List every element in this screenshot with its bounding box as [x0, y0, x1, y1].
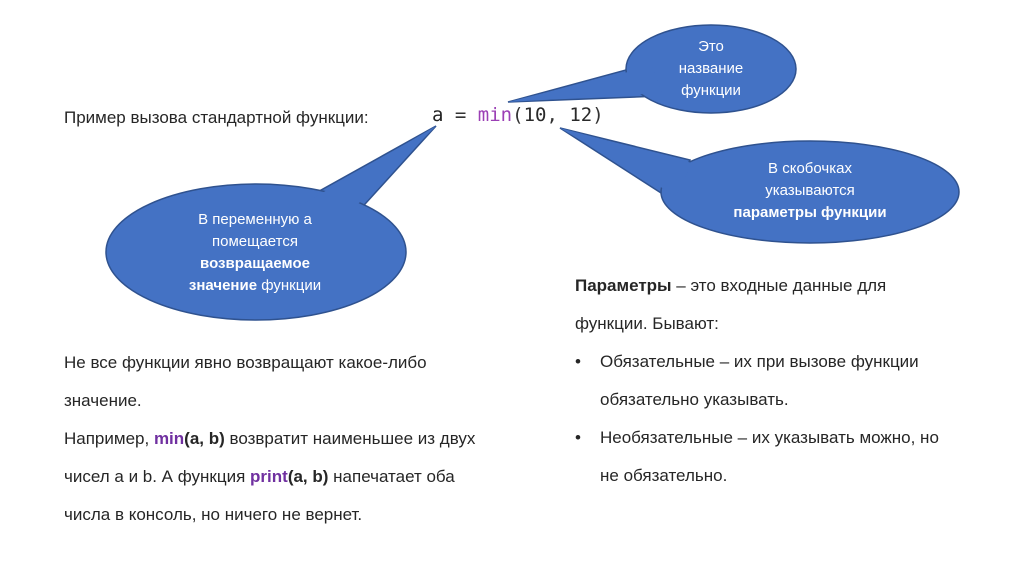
callout-name-line3: функции [681, 82, 741, 99]
code-close: ) [592, 104, 604, 126]
left-line1: Не все функции явно возвращают какое-либ… [64, 353, 427, 372]
code-sep: , [546, 104, 570, 126]
params-term: Параметры [575, 276, 672, 295]
callout-return-line4-rest: функции [257, 277, 322, 294]
left-line4: чисел a и b. А функция print(a, b) напеч… [64, 458, 554, 496]
code-open: ( [512, 104, 524, 126]
list-item-line2: обязательно указывать. [600, 390, 789, 409]
callout-name-text: Это название функции [636, 36, 786, 102]
code-example: a = min(10, 12) [432, 104, 604, 126]
left-line4-end: напечатает оба [328, 467, 455, 486]
min-keyword: min [153, 429, 185, 448]
params-list: Обязательные – их при вызове функции обя… [575, 343, 1005, 495]
left-line3: Например, min(a, b) возвратит наименьшее… [64, 420, 554, 458]
right-line1: Параметры – это входные данные для [575, 267, 1005, 305]
callout-name-line1: Это [698, 38, 724, 55]
list-item: Обязательные – их при вызове функции обя… [575, 343, 1005, 419]
callout-return-line4: значение функции [150, 275, 360, 297]
left-paragraph: Не все функции явно возвращают какое-либ… [64, 344, 554, 534]
callout-params-text: В скобочках указываются параметры функци… [690, 158, 930, 224]
callout-name-line2: название [678, 60, 744, 77]
code-fn: min [477, 104, 513, 126]
right-line2: функции. Бывают: [575, 314, 719, 333]
callout-params-line2: указываются [765, 182, 855, 199]
callout-return-line1: В переменную a [198, 211, 312, 228]
left-line4-start: чисел a и b. А функция [64, 467, 251, 486]
right-paragraph: Параметры – это входные данные для функц… [575, 267, 1005, 495]
callout-params-line1: В скобочках [768, 160, 852, 177]
callout-return-line4-bold: значение [188, 277, 258, 294]
left-line3-end: возвратит наименьшее из двух [224, 429, 476, 448]
left-line3-start: Например, [64, 429, 154, 448]
callout-return-line2: помещается [212, 233, 298, 250]
list-item-line1: Необязательные – их указывать можно, но [600, 428, 939, 447]
callout-return-text: В переменную a помещается возвращаемое з… [150, 209, 360, 297]
min-args: (a, b) [184, 429, 225, 448]
left-line5: числа в консоль, но ничего не вернет. [64, 505, 363, 524]
right-line1-rest: – это входные данные для [671, 276, 887, 295]
callout-return-line3: возвращаемое [200, 255, 310, 272]
print-args: (a, b) [287, 467, 329, 486]
callout-return-value [105, 125, 437, 321]
intro-label: Пример вызова стандартной функции: [64, 108, 369, 127]
list-item: Необязательные – их указывать можно, но … [575, 419, 1005, 495]
code-arg1: 10 [523, 104, 547, 126]
left-line2: значение. [64, 391, 142, 410]
code-arg2: 12 [569, 104, 593, 126]
callout-function-name [507, 24, 797, 114]
callout-parameters [559, 127, 960, 244]
code-var: a [432, 104, 444, 126]
list-item-line1: Обязательные – их при вызове функции [600, 352, 919, 371]
list-item-line2: не обязательно. [600, 466, 728, 485]
print-keyword: print [250, 467, 288, 486]
callout-params-line3: параметры функции [733, 204, 887, 221]
code-op: = [443, 104, 478, 126]
